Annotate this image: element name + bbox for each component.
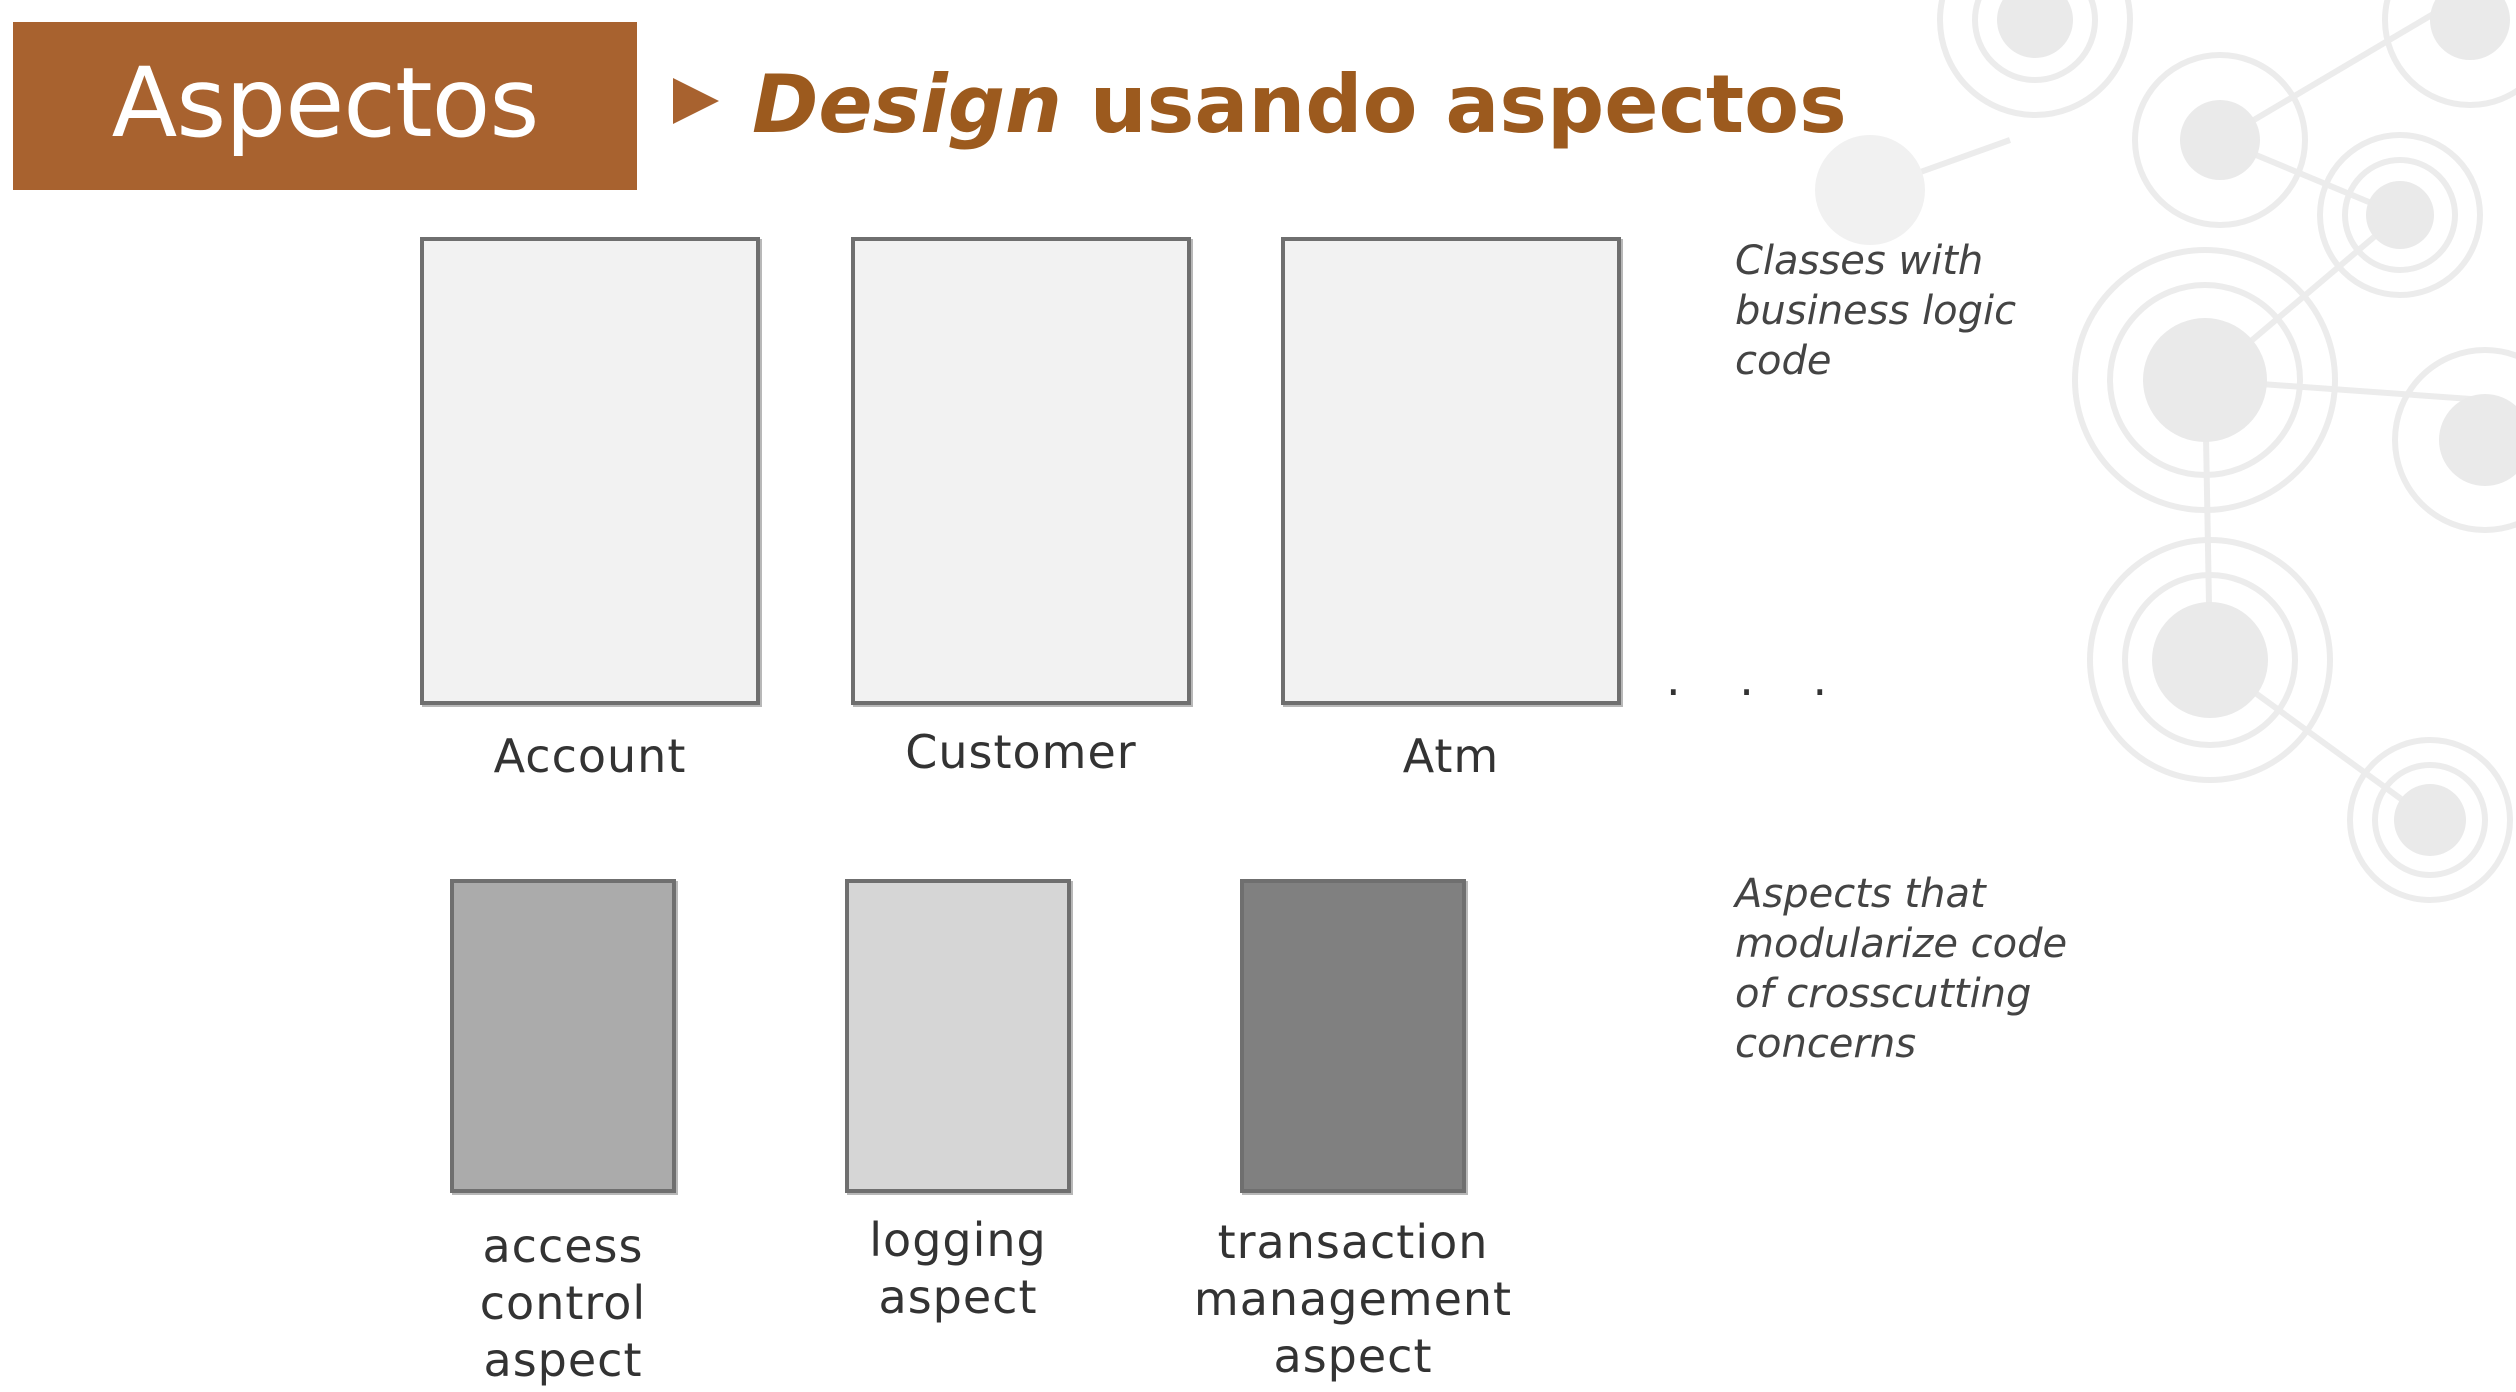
more-classes-ellipsis: . . . [1666,652,1850,706]
title-arrow-icon [673,78,719,124]
class-box-customer [851,237,1191,705]
slide-title-rest: usando aspectos [1061,58,1847,151]
class-box-account [420,237,760,705]
class-label-atm: Atm [1402,729,1500,783]
aspects-note: Aspects that modularize code of crosscut… [1735,871,2068,1067]
aspect-label-logging: logging aspect [869,1213,1047,1324]
classes-note: Classes with business logic code [1735,238,2017,384]
aspect-label-access-control: access control aspect [479,1219,647,1387]
section-tag: Aspectos [13,22,637,190]
aspect-label-transaction-management: transaction management aspect [1193,1215,1513,1383]
slide-title: Design usando aspectos [752,50,1847,160]
slide-title-italic: Design [752,58,1062,151]
class-label-account: Account [493,729,687,783]
aspect-box-transaction-management [1240,879,1466,1193]
class-label-customer: Customer [905,725,1137,779]
aspect-box-access-control [450,879,676,1193]
class-box-atm [1281,237,1621,705]
aspect-box-logging [845,879,1071,1193]
